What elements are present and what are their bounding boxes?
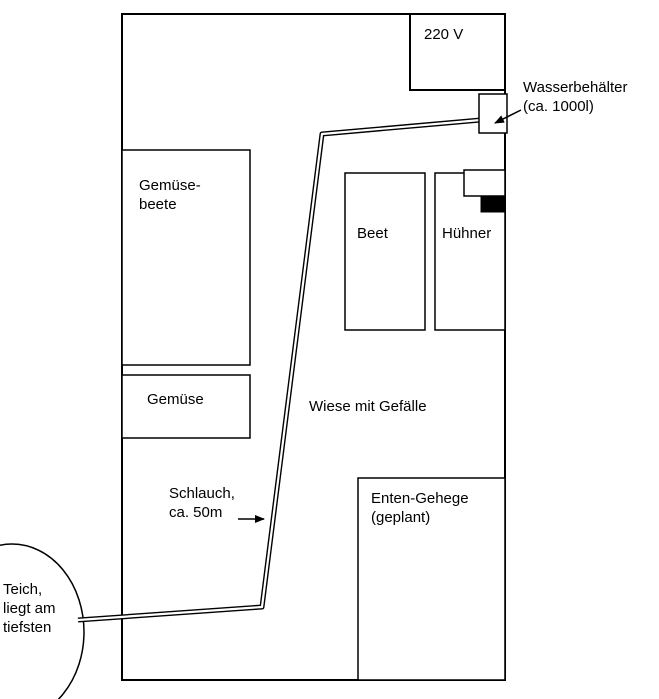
water-tank-label-line2: (ca. 1000l) <box>523 98 594 115</box>
coop-filled-block <box>480 195 506 213</box>
hose-label-line1: Schlauch, <box>169 485 235 502</box>
water-tank-label-line1: Wasserbehälter <box>523 79 628 96</box>
water-tank-arrow <box>494 109 522 124</box>
power-supply-label: 220 V <box>424 26 464 43</box>
duck-enclosure-label-line2: (geplant) <box>371 509 431 526</box>
vegetable-patch-label: Gemüse <box>147 391 204 408</box>
pond-label-line2: liegt am <box>3 600 56 617</box>
vegetable-beds-label-line1: Gemüse- <box>139 177 201 194</box>
duck-enclosure-label-line1: Enten-Gehege <box>371 490 469 507</box>
vegetable-beds-rect <box>121 149 251 366</box>
pond-label-line1: Teich, <box>3 581 43 598</box>
bed-label: Beet <box>357 225 388 242</box>
meadow-label: Wiese mit Gefälle <box>309 398 427 415</box>
chicken-coop-label: Hühner <box>442 225 492 242</box>
duck-enclosure-label: Enten-Gehege (geplant) <box>371 489 469 527</box>
hose-label-line2: ca. 50m <box>169 504 223 521</box>
coop-small-structure-rect <box>463 169 506 197</box>
pond-label: Teich, liegt am tiefsten <box>3 580 56 637</box>
hose-label: Schlauch, ca. 50m <box>169 484 235 522</box>
bed-rect <box>344 172 426 331</box>
water-tank-label: Wasserbehälter (ca. 1000l) <box>523 78 628 116</box>
vegetable-patch-rect <box>121 374 251 439</box>
vegetable-beds-label-line2: beete <box>139 196 177 213</box>
duck-enclosure-rect <box>357 477 506 681</box>
power-supply-rect <box>409 13 506 91</box>
pond-ellipse <box>0 543 85 699</box>
pond-label-line3: tiefsten <box>3 619 52 636</box>
water-tank-rect <box>478 93 508 134</box>
vegetable-beds-label: Gemüse- beete <box>139 176 201 214</box>
hose-line-inner <box>77 117 493 622</box>
